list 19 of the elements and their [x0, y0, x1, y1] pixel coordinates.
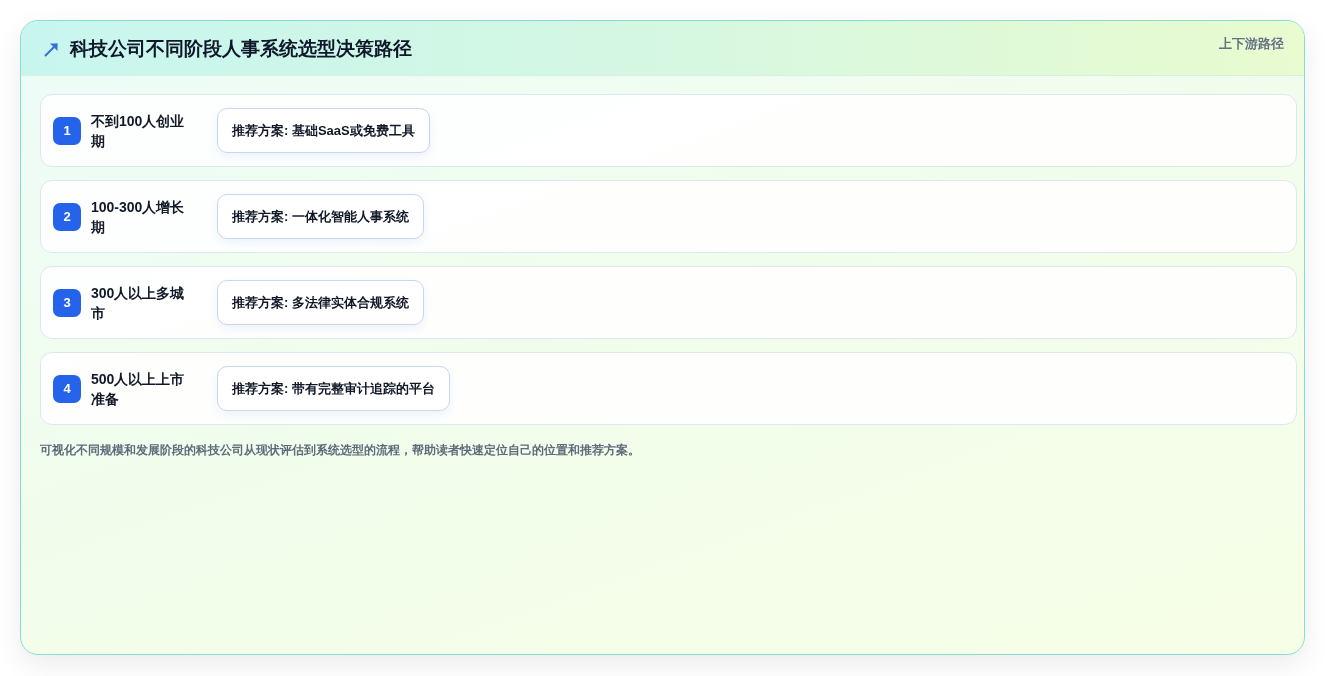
stage-row-card: [40, 94, 1297, 167]
step-number: 1: [53, 116, 81, 145]
step-number: 2: [53, 202, 81, 231]
stage-label: 300人以上多城市: [91, 283, 186, 323]
stage-row-card: [40, 180, 1297, 253]
recommendation-card: 推荐方案: 带有完整审计追踪的平台: [217, 366, 450, 411]
stage-row-card: [40, 266, 1297, 339]
recommendation-card: 推荐方案: 基础SaaS或免费工具: [217, 108, 430, 153]
stage-label: 不到100人创业期: [91, 111, 186, 151]
path-label: 上下游路径: [1219, 36, 1284, 52]
recommendation-card: 推荐方案: 一体化智能人事系统: [217, 194, 424, 239]
step-number: 3: [53, 288, 81, 317]
stage-label: 500人以上上市准备: [91, 369, 186, 409]
caption-text: 可视化不同规模和发展阶段的科技公司从现状评估到系统选型的流程，帮助读者快速定位自己的位置和推荐方案。: [40, 442, 640, 458]
stage-row-card: [40, 352, 1297, 425]
stage-label: 100-300人增长期: [91, 197, 186, 237]
diagram-title: 科技公司不同阶段人事系统选型决策路径: [70, 37, 412, 61]
step-number: 4: [53, 374, 81, 403]
recommendation-card: 推荐方案: 多法律实体合规系统: [217, 280, 424, 325]
